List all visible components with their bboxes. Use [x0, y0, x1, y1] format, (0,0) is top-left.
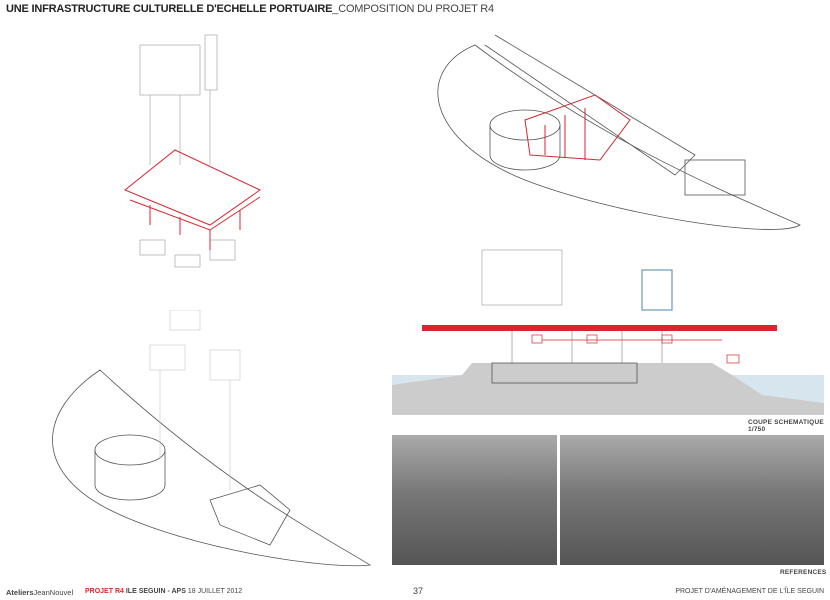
brand-jeannouvel: JeanNouvel	[33, 588, 74, 597]
title-bold: UNE INFRASTRUCTURE CULTURELLE D'ECHELLE …	[6, 3, 333, 15]
photos-caption: REFERENCES	[780, 569, 827, 576]
exploded-axonometric-roof	[124, 34, 261, 268]
page-number: 37	[413, 586, 424, 596]
section-caption: COUPE SCHEMATIQUE 1/750	[748, 419, 824, 433]
page-title: UNE INFRASTRUCTURE CULTURELLE D'ECHELLE …	[6, 3, 494, 15]
title-rest: _COMPOSITION DU PROJET R4	[332, 3, 494, 15]
island-axonometric-top	[437, 34, 801, 230]
reference-photo-1	[392, 435, 557, 565]
island-axonometric-bottom	[52, 310, 372, 567]
brand-ateliers: Ateliers	[6, 588, 34, 597]
footer-project: PROJET R4 ILE SEGUIN - APS 18 JUILLET 20…	[85, 588, 242, 595]
project-site: ILE SEGUIN - APS	[125, 588, 186, 595]
footer-brand: AteliersJeanNouvel	[6, 588, 73, 597]
project-date: 18 JUILLET 2012	[187, 588, 243, 595]
schematic-section	[392, 249, 824, 415]
footer-right: PROJET D'AMÉNAGEMENT DE L'ÎLE SEGUIN	[675, 588, 824, 595]
project-code: PROJET R4	[85, 588, 124, 595]
reference-photo-2	[560, 435, 824, 565]
